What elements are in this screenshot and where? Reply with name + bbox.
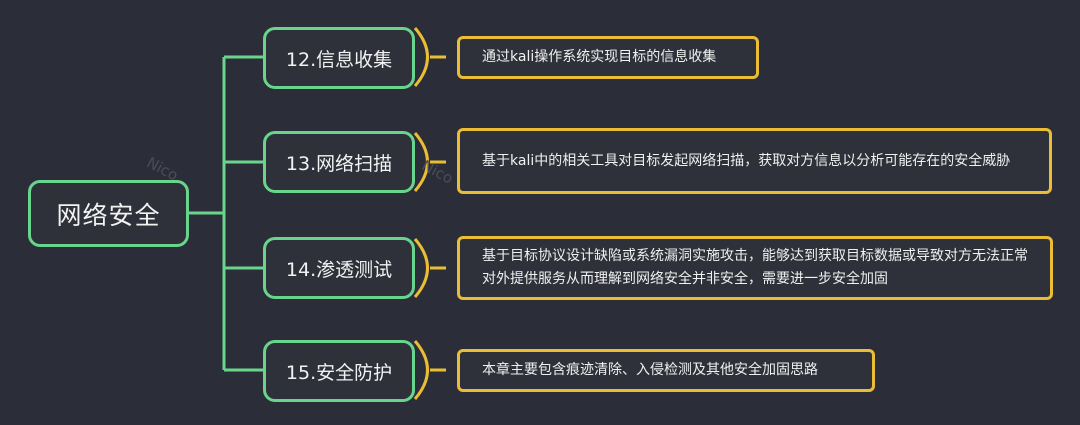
root-node: 网络安全 [28,180,189,247]
bracket-15 [413,340,446,400]
trunk-line [189,57,226,370]
description-node-15: 本章主要包含痕迹清除、入侵检测及其他安全加固思路 [457,349,875,392]
topic-node-13: 13.网络扫描 [263,131,415,193]
topic-node-12: 12.信息收集 [263,27,415,89]
topic-node-15: 15.安全防护 [263,340,415,402]
bracket-14 [413,238,446,298]
description-node-14: 基于目标协议设计缺陷或系统漏洞实施攻击，能够达到获取目标数据或导致对方无法正常对… [457,236,1053,300]
bracket-13 [413,132,446,192]
description-node-13: 基于kali中的相关工具对目标发起网络扫描，获取对方信息以分析可能存在的安全威胁 [457,128,1052,194]
bracket-12 [413,27,446,87]
description-node-12: 通过kali操作系统实现目标的信息收集 [457,36,759,79]
topic-node-14: 14.渗透测试 [263,237,415,299]
